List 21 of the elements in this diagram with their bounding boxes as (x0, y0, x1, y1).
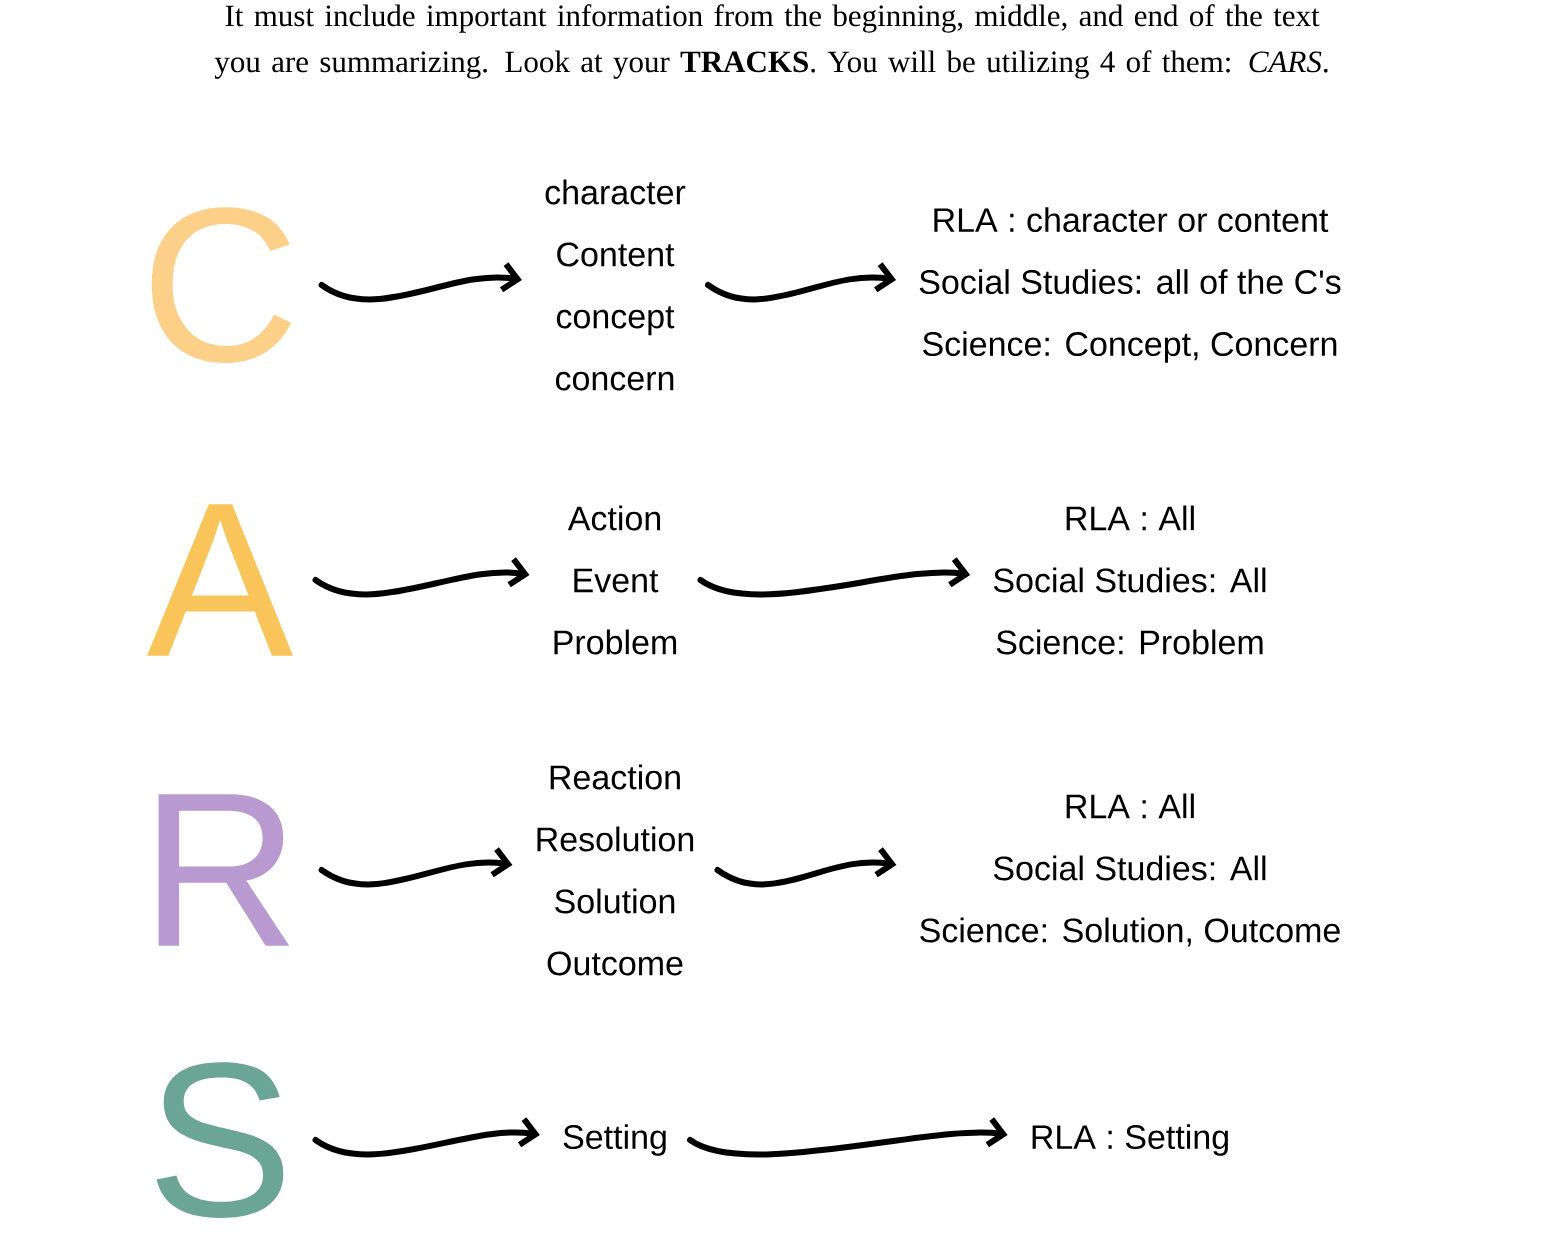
word-list: character Content concept concern (545, 179, 686, 391)
subject-list: RLA : All Social Studies: All Science: Problem (993, 505, 1266, 655)
large-letter: S (156, 1062, 284, 1218)
word-list: Reaction Resolution Solution Outcome (537, 764, 694, 976)
large-letter: C (151, 207, 292, 363)
subject-list: RLA : character or content Social Studies: all of the C's Science: Concept, Concern (919, 207, 1341, 363)
curved-arrow (705, 262, 897, 303)
curved-arrow (312, 1117, 540, 1158)
curved-arrow (312, 557, 530, 598)
curved-arrow (687, 1117, 1008, 1158)
subject-list: RLA : All Social Studies: All Science: Solution, Outcome (920, 793, 1340, 947)
word-list: Setting (563, 1124, 666, 1156)
word-list: Action Event Problem (554, 505, 677, 655)
subject-list: RLA : Setting (1032, 1124, 1228, 1156)
curved-arrow (318, 847, 513, 888)
large-letter: A (147, 504, 293, 656)
curved-arrow (318, 262, 522, 303)
intro-paragraph: It must include important information from the beginning, middle, and end of the text you are summarizing. Look at your TRACKS. You will be utilizing 4 of them: CARS. (214, 4, 1328, 79)
curved-arrow (714, 847, 897, 888)
large-letter: R (158, 794, 290, 946)
curved-arrow (697, 557, 971, 598)
